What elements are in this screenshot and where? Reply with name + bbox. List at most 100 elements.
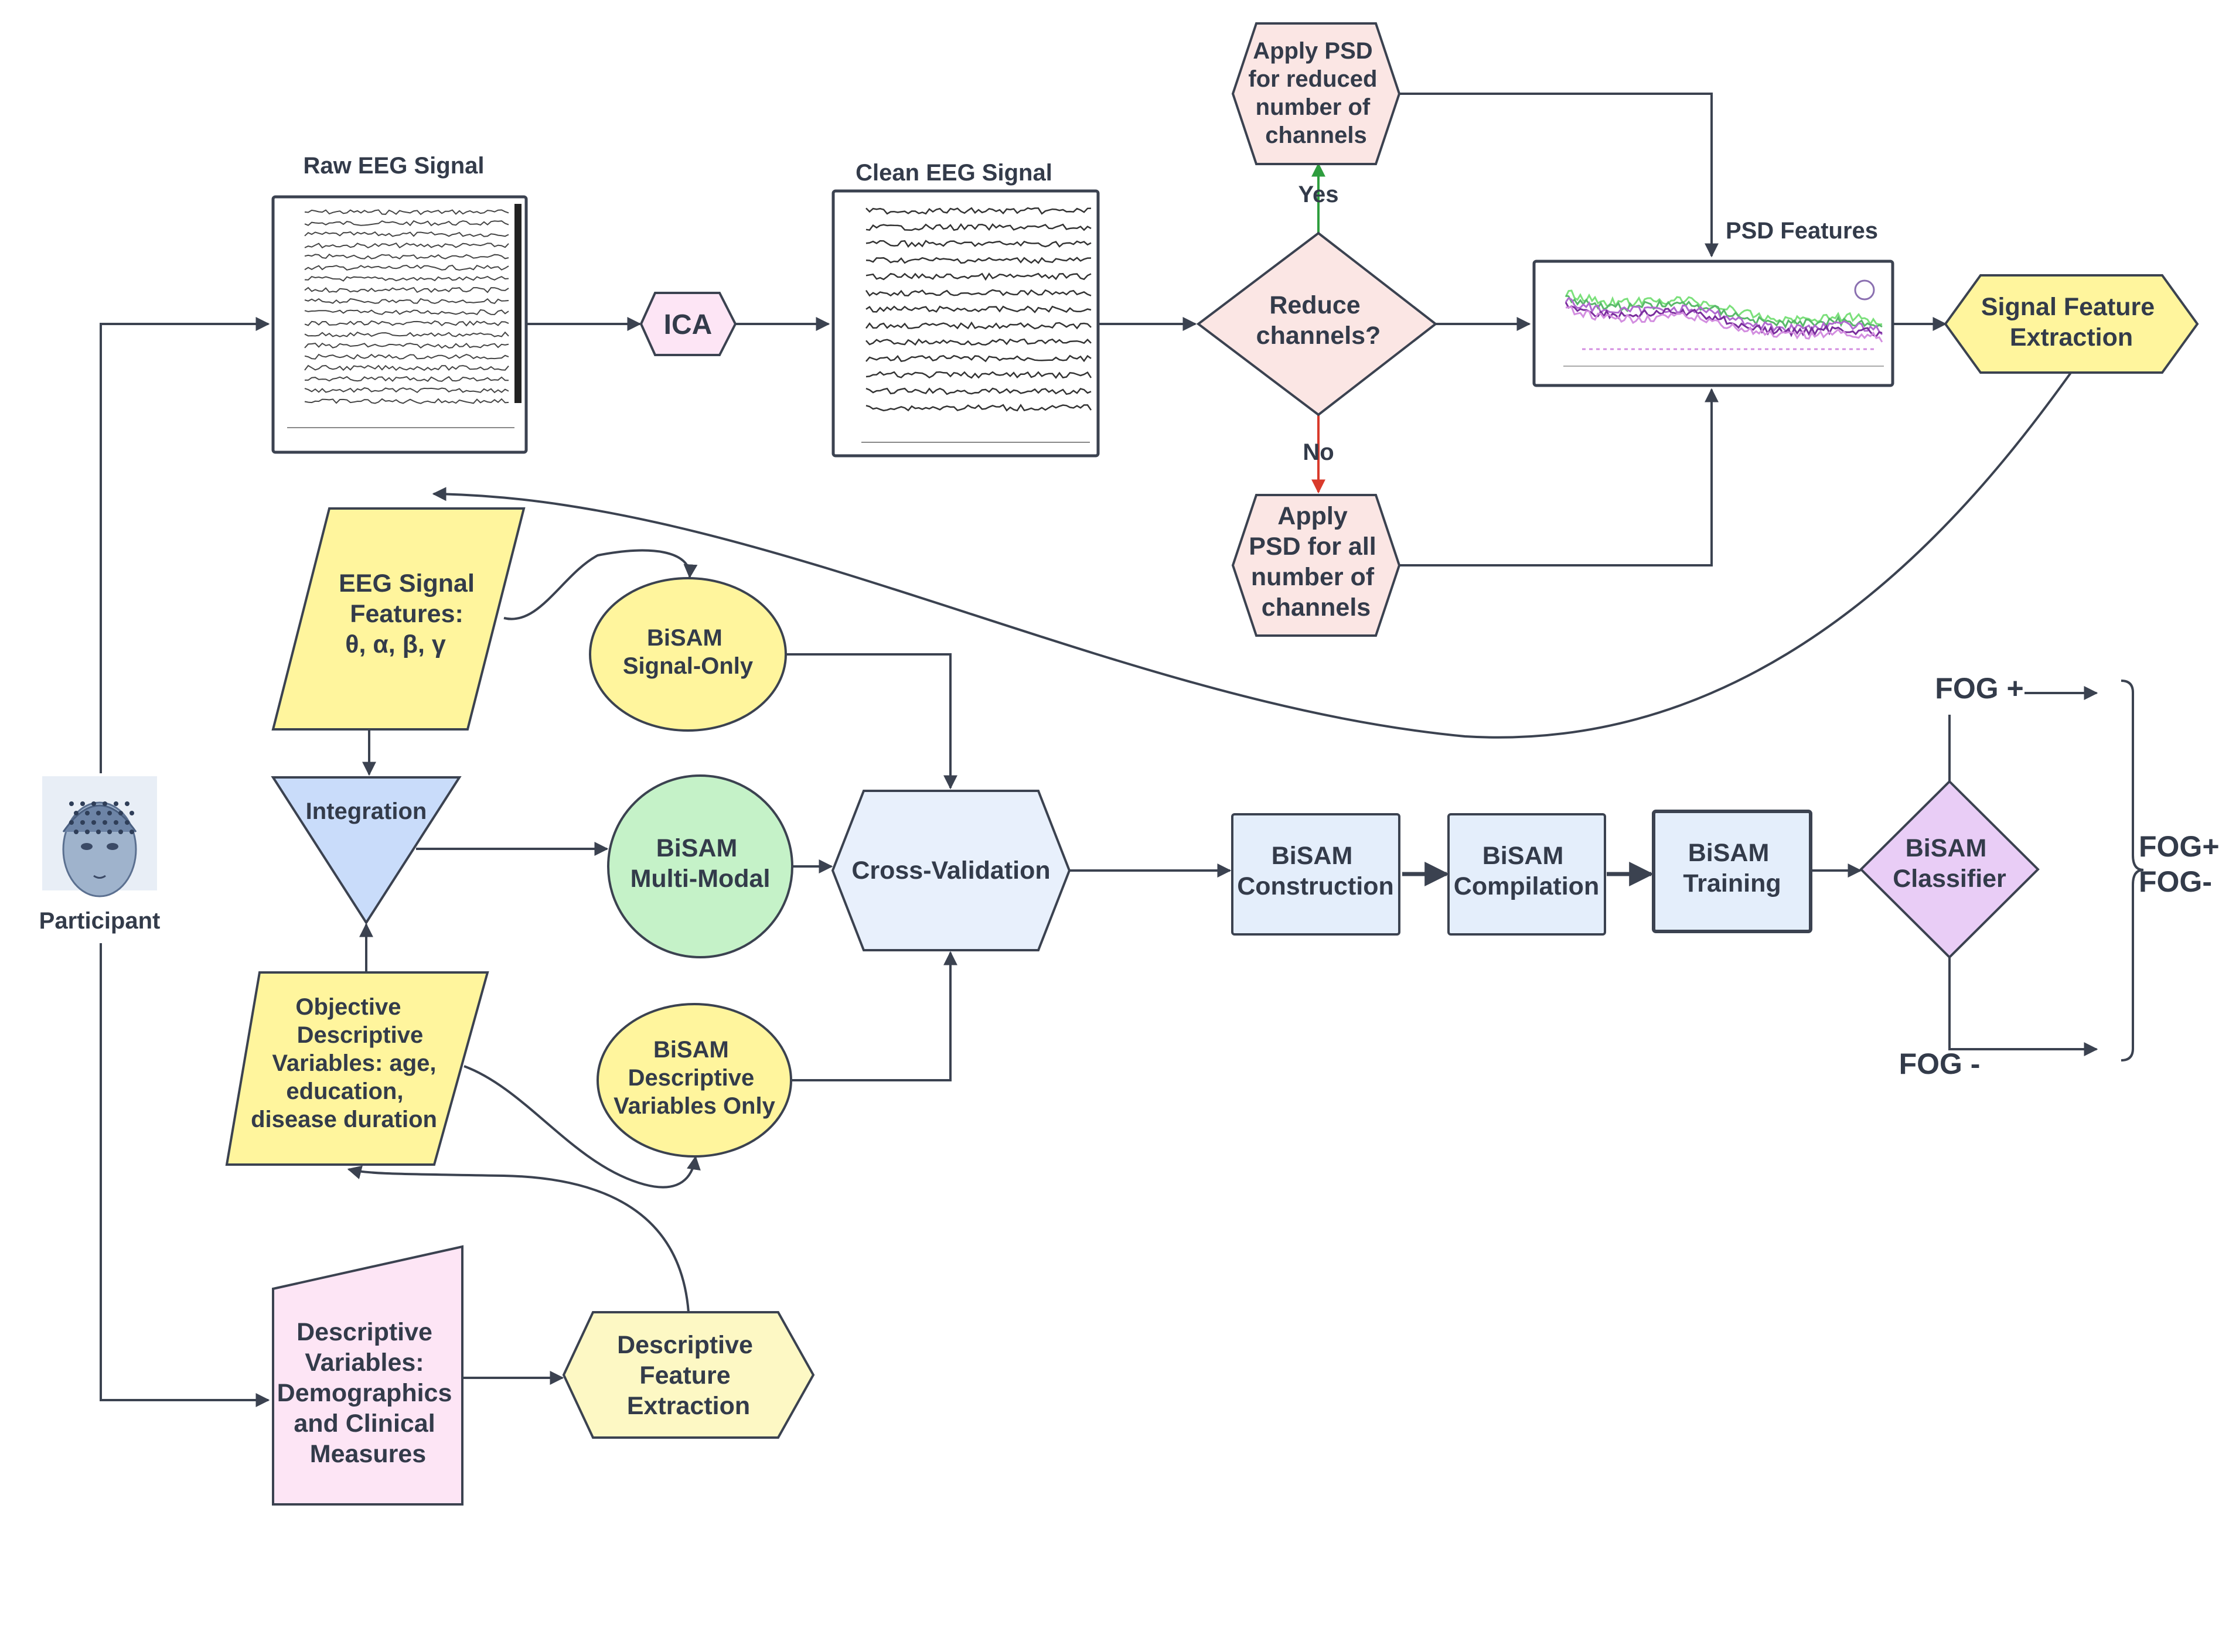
eeg-trace — [304, 275, 509, 282]
classifier-to-fog-minus-arrow — [1948, 957, 2098, 1056]
eeg-trace — [865, 207, 1092, 215]
eeg-trace — [304, 331, 509, 337]
eeg-trace — [304, 309, 509, 315]
eeg-trace — [304, 320, 509, 327]
clean-eeg-trace-plot — [831, 189, 1100, 458]
svg-text:EEG Signal Features:: EEG Signal Features: θ, α, β, γ — [339, 569, 482, 658]
eeg-trace — [865, 338, 1092, 346]
signal-feature-extraction-node: Signal Feature Extraction — [1944, 274, 2199, 374]
raw-eeg-title: Raw EEG Signal — [304, 153, 485, 179]
psd-reduced-node: Apply PSD for reduced number of channels — [1231, 22, 1401, 165]
eeg-trace — [865, 240, 1092, 248]
svg-text:Apply PSD for all: Apply PSD for all number of channels — [1249, 502, 1383, 622]
output-bracket — [2121, 680, 2144, 1061]
eeg-electrode-dot — [74, 811, 79, 815]
bisam-classifier-node: BiSAM Classifier — [1859, 780, 2040, 959]
eeg-electrode-dot — [103, 801, 107, 806]
eeg-electrode-dot — [85, 811, 90, 815]
eeg-trace — [865, 305, 1092, 313]
bisam-construction-node: BiSAM Construction — [1231, 813, 1400, 936]
eeg-electrode-dot — [69, 801, 74, 806]
eeg-electrode-dot — [80, 820, 85, 825]
cross-validation-node: Cross-Validation — [831, 790, 1071, 951]
eeg-electrode-dot — [85, 830, 90, 834]
svg-text:Objective Descriptive: Objective Descriptive Variables: age, ed… — [251, 994, 443, 1132]
eeg-electrode-dot — [125, 801, 129, 806]
objective-variables-node: Objective Descriptive Variables: age, ed… — [225, 971, 489, 1166]
eeg-trace — [304, 286, 509, 293]
svg-text:BiSAM Training: BiSAM Training — [1683, 839, 1781, 897]
ica-node: ICA — [639, 292, 737, 356]
eeg-electrode-dot — [125, 820, 129, 825]
svg-text:BiSAM Multi-Modal: BiSAM Multi-Modal — [630, 834, 771, 893]
eeg-electrode-dot — [129, 811, 134, 815]
eeg-trace — [304, 243, 509, 249]
eeg-trace — [304, 220, 509, 227]
eeg-electrode-dot — [103, 820, 107, 825]
eeg-trace — [865, 289, 1092, 297]
eeg-electrode-dot — [114, 801, 118, 806]
fog-minus-label: FOG - — [1899, 1047, 1981, 1080]
svg-text:Cross-Validation: Cross-Validation — [851, 856, 1050, 885]
eeg-trace — [865, 387, 1092, 395]
eeg-electrode-dot — [107, 811, 112, 815]
connectors — [100, 93, 2144, 1407]
eeg-trace — [304, 298, 509, 305]
eeg-trace — [304, 342, 509, 349]
eeg-signal-features-node: EEG Signal Features: θ, α, β, γ — [271, 507, 526, 731]
descriptive-variables-node: Descriptive Variables: Demographics and … — [272, 1245, 463, 1506]
reduce-channels-decision: Reduce channels? — [1196, 231, 1438, 417]
eeg-electrode-dot — [129, 830, 134, 834]
psd-reduced-to-psd-arrow — [1398, 93, 1719, 258]
eeg-electrode-dot — [91, 820, 96, 825]
eeg-electrode-dot — [118, 830, 123, 834]
output-classes: FOG+ FOG- — [2139, 830, 2227, 898]
eeg-trace — [865, 371, 1092, 379]
descriptive-feature-extraction-node: Descriptive Feature Extraction — [562, 1311, 815, 1439]
bisam-descriptive-only-node: BiSAM Descriptive Variables Only — [597, 1003, 792, 1158]
eeg-electrode-dot — [69, 820, 74, 825]
integration-node: Integration — [271, 776, 462, 925]
svg-text:BiSAM Classifier: BiSAM Classifier — [1893, 834, 2006, 893]
eeg-trace — [304, 264, 509, 271]
eeg-features-to-signal-only-curve — [503, 549, 698, 620]
objective-to-desc-only-curve — [463, 1065, 701, 1189]
desc-fe-to-objective-curve — [347, 1165, 690, 1313]
participant-to-descriptive-arrow — [100, 943, 270, 1407]
eeg-trace — [305, 376, 509, 382]
eeg-trace — [865, 272, 1092, 281]
eeg-trace — [865, 404, 1092, 412]
eeg-electrode-dot — [118, 811, 123, 815]
eeg-trace — [865, 354, 1092, 363]
fog-plus-label: FOG + — [1935, 672, 2023, 705]
eeg-trace — [865, 321, 1092, 330]
svg-text:Descriptive Feature: Descriptive Feature Extraction — [617, 1331, 760, 1420]
eeg-trace — [865, 257, 1092, 264]
bisam-training-node: BiSAM Training — [1652, 810, 1812, 933]
eeg-trace — [304, 253, 509, 260]
signal-only-to-cv-arrow — [785, 653, 957, 790]
eeg-trace — [304, 209, 509, 216]
head-with-eeg-cap-icon — [42, 776, 157, 897]
eeg-electrode-dot — [74, 830, 79, 834]
eeg-electrode-dot — [107, 830, 112, 834]
svg-text:BiSAM Descriptive: BiSAM Descriptive Variables Only — [614, 1037, 775, 1119]
participant-label: Participant — [39, 908, 161, 934]
eeg-trace — [304, 398, 509, 404]
ica-label: ICA — [664, 309, 713, 340]
svg-text:Signal Feature Extractio: Signal Feature Extraction — [1981, 293, 2162, 351]
eeg-electrode-dot — [96, 811, 101, 815]
yes-label: Yes — [1298, 182, 1339, 207]
eeg-electrode-dot — [114, 820, 118, 825]
bisam-compilation-node: BiSAM Compilation — [1447, 813, 1606, 936]
eeg-trace — [865, 223, 1092, 231]
desc-only-to-cv-arrow — [791, 951, 957, 1081]
svg-text:BiSAM Construction: BiSAM Construction — [1237, 842, 1394, 900]
psd-curve — [1565, 295, 1883, 329]
reduce-channels-label: Reduce channels? — [1256, 291, 1381, 350]
raw-eeg-trace-plot — [271, 195, 528, 454]
eeg-electrode-dot — [80, 801, 85, 806]
bisam-multimodal-node: BiSAM Multi-Modal — [607, 774, 793, 958]
psd-features-title: PSD Features — [1726, 218, 1878, 244]
signal-fe-to-eeg-features-curve — [432, 371, 2073, 739]
